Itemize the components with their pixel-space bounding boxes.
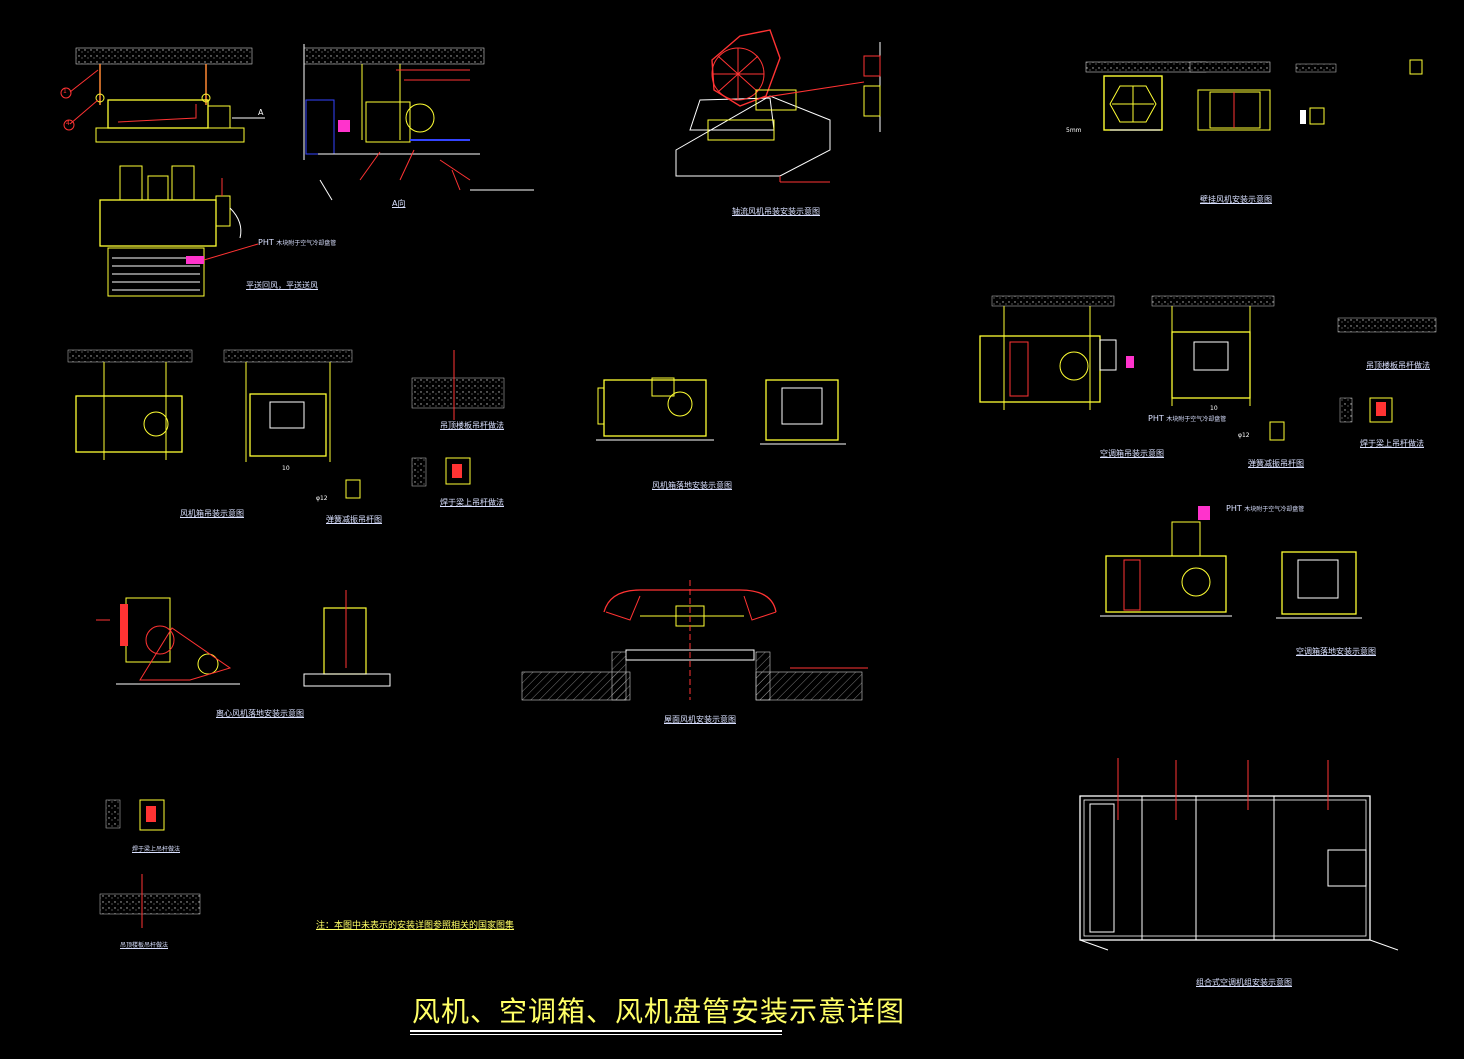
caption-beam-hanger: 焊于梁上吊杆做法 — [440, 498, 504, 507]
axial-fan-drawing — [675, 29, 881, 183]
caption-fcu-side: A向 — [392, 199, 406, 208]
caption-ahu-spring: 弹簧减振吊杆图 — [1248, 459, 1304, 468]
title-underline — [410, 1030, 782, 1032]
fan-box-floor-drawing — [596, 377, 846, 445]
roof-fan-drawing — [521, 580, 868, 701]
caption-roof-fan: 屋面风机安装示意图 — [664, 715, 736, 724]
leader-label-4: 4 — [66, 120, 70, 127]
caption-beam-hanger-small: 焊于梁上吊杆做法 — [132, 846, 181, 853]
dim-label-phi12b: φ12 — [1238, 432, 1250, 439]
pht-label-2: PHT 木块附于空气冷却盘管 — [1148, 414, 1227, 423]
ahu-hang-drawing — [979, 295, 1437, 441]
fcu-plan-drawing — [60, 47, 265, 297]
pht-label-3: PHT 木块附于空气冷却盘管 — [1226, 504, 1305, 513]
title-underline-thin — [410, 1034, 782, 1035]
caption-ahu-beam: 焊于梁上吊杆做法 — [1360, 439, 1424, 448]
dim-label-phi12: φ12 — [316, 495, 328, 502]
dim-label-10b: 10 — [1210, 405, 1218, 412]
caption-ahu-ceiling: 吊顶楼板吊杆做法 — [1366, 361, 1430, 370]
ahu-floor-drawing — [1100, 506, 1362, 619]
drawing-note: 注：本图中未表示的安装详图参照相关的国家图集 — [316, 921, 515, 931]
dim-label-5mm: 5mm — [1066, 127, 1082, 134]
dim-label-a: A — [258, 108, 264, 117]
caption-centrifugal-floor: 离心风机落地安装示意图 — [216, 709, 304, 718]
caption-ahu-hang: 空调箱吊装示意图 — [1100, 449, 1164, 458]
drawing-title: 风机、空调箱、风机盘管安装示意详图 — [412, 995, 906, 1028]
centrifugal-fan-drawing — [96, 590, 391, 687]
caption-combo-ahu: 组合式空调机组安装示意图 — [1196, 978, 1292, 987]
caption-spring-hanger: 弹簧减振吊杆图 — [326, 515, 382, 524]
caption-ahu-floor: 空调箱落地安装示意图 — [1296, 647, 1376, 656]
caption-fcu-plan: 平送回风，平送送风 — [246, 281, 318, 290]
leader-label-1: 1 — [63, 88, 67, 95]
pht-label-1: PHT 木块附于空气冷却盘管 — [258, 238, 337, 247]
caption-fan-box-floor: 风机箱落地安装示意图 — [652, 481, 732, 490]
caption-fan-box-hang: 风机箱吊装示意图 — [180, 509, 244, 518]
small-hanger-drawings — [99, 799, 201, 928]
dim-label-10: 10 — [282, 465, 290, 472]
caption-axial-fan: 轴流风机吊装安装示意图 — [732, 207, 820, 216]
fcu-side-drawing — [303, 44, 534, 201]
caption-wall-fan: 壁挂风机安装示意图 — [1200, 195, 1272, 204]
wall-fan-drawing — [1085, 59, 1423, 131]
fan-box-hang-drawing — [67, 349, 505, 499]
caption-ceiling-hanger-small: 吊顶楼板吊杆做法 — [120, 942, 169, 949]
caption-ceiling-hanger: 吊顶楼板吊杆做法 — [440, 421, 504, 430]
combo-ahu-drawing — [1079, 758, 1399, 951]
